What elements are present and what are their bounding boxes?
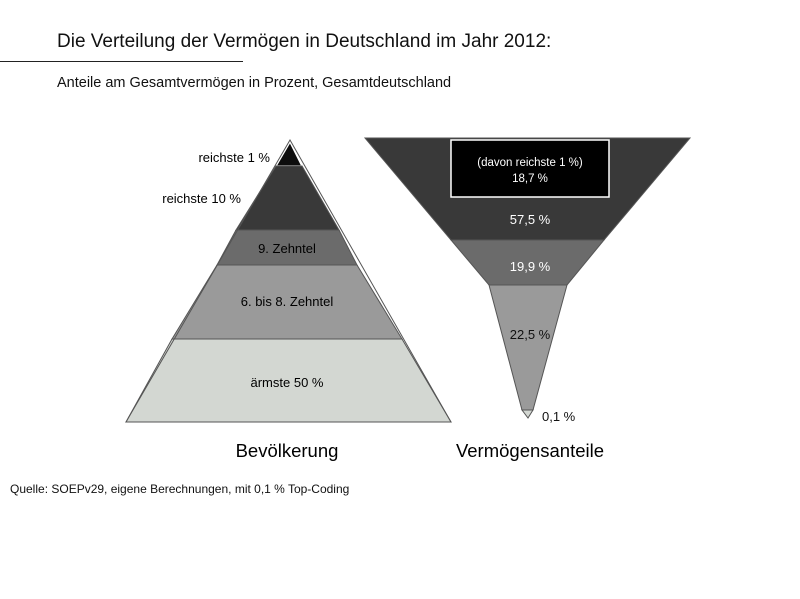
pyramid-outline — [125, 138, 452, 423]
chart-subtitle: Anteile am Gesamtvermögen in Prozent, Ge… — [57, 75, 452, 91]
wealth-segment-poorest50 — [521, 409, 534, 419]
wealth-annotation-line2: 18,7 % — [512, 173, 548, 185]
pyramid-label-top1: reichste 1 % — [198, 150, 270, 165]
wealth-label-poorest50: 0,1 % — [542, 409, 576, 424]
wealth-annotation-box — [450, 139, 610, 198]
pyramid-label-ninth-decile: 9. Zehntel — [258, 241, 316, 256]
population-pyramid: reichste 1 % reichste 10 % 9. Zehntel 6.… — [125, 138, 452, 461]
source-note: Quelle: SOEPv29, eigene Berechnungen, mi… — [10, 482, 350, 496]
title-underline — [0, 61, 243, 62]
chart-title: Die Verteilung der Vermögen in Deutschla… — [57, 31, 552, 52]
wealth-label-top10: 57,5 % — [510, 212, 551, 227]
wealth-annotation-line1: (davon reichste 1 %) — [477, 157, 583, 169]
wealth-segment-sixth-to-eighth — [488, 284, 568, 411]
pyramid-label-sixth-to-eighth: 6. bis 8. Zehntel — [241, 294, 334, 309]
wealth-caption: Vermögensanteile — [456, 440, 604, 461]
pyramid-label-poorest50: ärmste 50 % — [251, 375, 324, 390]
pyramid-label-top10: reichste 10 % — [162, 191, 241, 206]
wealth-pyramid: (davon reichste 1 %) 18,7 % 57,5 % 19,9 … — [363, 137, 692, 461]
pyramid-caption: Bevölkerung — [236, 440, 339, 461]
wealth-label-sixth-to-eighth: 22,5 % — [510, 327, 551, 342]
wealth-label-ninth-decile: 19,9 % — [510, 259, 551, 274]
